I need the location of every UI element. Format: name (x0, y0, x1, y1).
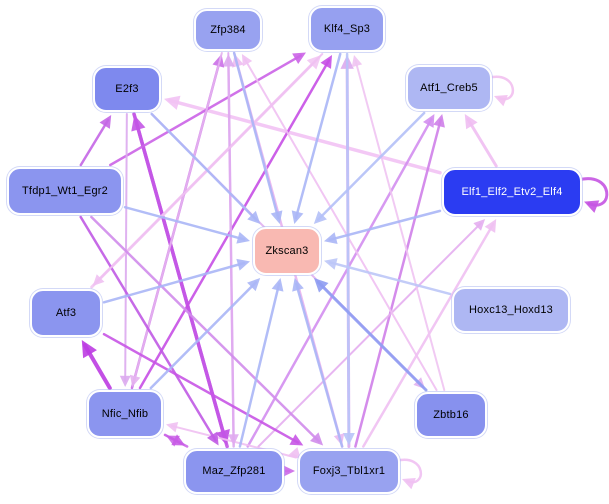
self-loop-elf1-elf2-etv2-elf4 (576, 177, 609, 213)
edge-nfic-nfib-to-zkscan3 (149, 278, 261, 390)
node-label-elf1-elf2-etv2-elf4: Elf1_Elf2_Etv2_Elf4 (461, 186, 563, 198)
node-label-atf1-creb5: Atf1_Creb5 (420, 82, 478, 94)
edge-tfdp1-wt1-egr2-to-foxj3-tbl1xr1 (90, 215, 324, 446)
edge-klf4-sp3-to-zkscan3 (291, 52, 342, 224)
edge-maz-zfp281-to-zkscan3 (238, 278, 284, 448)
node-label-foxj3-tbl1xr1: Foxj3_Tbl1xr1 (312, 465, 386, 477)
node-atf3[interactable]: Atf3 (30, 289, 102, 337)
edge-tfdp1-wt1-egr2-to-zkscan3 (123, 205, 250, 244)
edge-nfic-nfib-to-atf3 (81, 340, 112, 390)
edge-e2f3-to-nfic-nfib (119, 113, 131, 387)
edge-zbtb16-to-klf4-sp3 (351, 55, 446, 391)
edge-klf4-sp3-to-foxj3-tbl1xr1 (342, 52, 355, 446)
node-label-e2f3: E2f3 (115, 83, 139, 95)
edge-e2f3-to-zkscan3 (150, 112, 261, 224)
self-loop-atf1-creb5 (486, 75, 514, 107)
edge-maz-zfp281-to-atf1-creb5 (246, 114, 435, 448)
edge-tfdp1-wt1-egr2-to-e2f3 (79, 115, 112, 167)
edge-hoxc13-hoxd13-to-zkscan3 (324, 258, 452, 296)
self-loop-foxj3-tbl1xr1 (394, 458, 422, 490)
edge-foxj3-tbl1xr1-to-elf1-elf2-etv2-elf4 (362, 219, 497, 448)
node-nfic-nfib[interactable]: Nfic_Nfib (87, 390, 163, 438)
edge-elf1-elf2-etv2-elf4-to-zkscan3 (324, 209, 442, 244)
node-label-zkscan3: Zkscan3 (265, 245, 309, 257)
edge-atf3-to-foxj3-tbl1xr1 (102, 332, 304, 446)
node-elf1-elf2-etv2-elf4[interactable]: Elf1_Elf2_Etv2_Elf4 (442, 168, 582, 216)
edge-atf3-to-zkscan3 (102, 258, 250, 304)
node-hoxc13-hoxd13[interactable]: Hoxc13_Hoxd13 (452, 287, 570, 333)
edge-foxj3-tbl1xr1-to-zkscan3 (292, 278, 344, 448)
edge-zfp384-to-maz-zfp281 (227, 52, 239, 446)
edge-maz-zfp281-to-e2f3 (131, 115, 229, 449)
edge-zbtb16-to-zfp384 (241, 54, 438, 391)
node-label-zbtb16: Zbtb16 (433, 409, 469, 421)
node-label-nfic-nfib: Nfic_Nfib (101, 408, 149, 420)
node-zkscan3[interactable]: Zkscan3 (253, 227, 321, 275)
node-atf1-creb5[interactable]: Atf1_Creb5 (406, 65, 492, 111)
node-foxj3-tbl1xr1[interactable]: Foxj3_Tbl1xr1 (298, 448, 400, 494)
edge-nfic-nfib-to-maz-zfp281 (163, 433, 186, 446)
edge-nfic-nfib-to-klf4-sp3 (138, 55, 333, 390)
edge-zfp384-to-nfic-nfib (129, 52, 223, 387)
node-zbtb16[interactable]: Zbtb16 (415, 392, 487, 438)
node-label-maz-zfp281: Maz_Zfp281 (202, 465, 266, 477)
edge-klf4-sp3-to-atf3 (92, 53, 324, 286)
node-e2f3[interactable]: E2f3 (93, 66, 161, 112)
node-label-klf4-sp3: Klf4_Sp3 (323, 23, 371, 35)
edge-elf1-elf2-etv2-elf4-to-e2f3 (164, 95, 442, 175)
node-klf4-sp3[interactable]: Klf4_Sp3 (309, 6, 385, 52)
node-label-atf3: Atf3 (55, 307, 77, 319)
node-label-zfp384: Zfp384 (210, 24, 246, 36)
edge-elf1-elf2-etv2-elf4-to-atf1-creb5 (464, 114, 498, 168)
edge-maz-zfp281-to-foxj3-tbl1xr1 (282, 464, 295, 478)
edge-tfdp1-wt1-egr2-to-maz-zfp281 (79, 215, 219, 446)
edge-zbtb16-to-zkscan3 (314, 278, 428, 392)
node-tfdp1-wt1-egr2[interactable]: Tfdp1_Wt1_Egr2 (7, 167, 123, 215)
node-maz-zfp281[interactable]: Maz_Zfp281 (184, 448, 284, 494)
node-zfp384[interactable]: Zfp384 (194, 9, 262, 51)
edge-zfp384-to-zkscan3 (232, 51, 283, 224)
edge-atf1-creb5-to-zkscan3 (313, 111, 426, 224)
edge-foxj3-tbl1xr1-to-maz-zfp281 (287, 447, 301, 459)
node-label-hoxc13-hoxd13: Hoxc13_Hoxd13 (469, 304, 553, 316)
node-label-tfdp1-wt1-egr2: Tfdp1_Wt1_Egr2 (22, 185, 108, 197)
edge-foxj3-tbl1xr1-to-atf1-creb5 (354, 114, 445, 448)
